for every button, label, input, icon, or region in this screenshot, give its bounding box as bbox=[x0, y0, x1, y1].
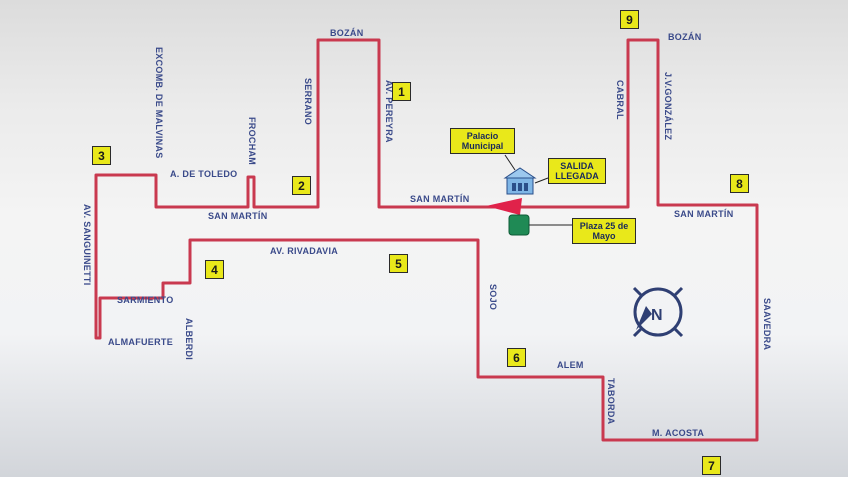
street-san-martin-center: SAN MARTÍN bbox=[410, 194, 470, 204]
street-alberdi: ALBERDI bbox=[184, 318, 194, 361]
street-almafuerte: ALMAFUERTE bbox=[108, 337, 173, 347]
compass-letter: N bbox=[651, 307, 663, 324]
label-plaza-25-de-mayo: Plaza 25 de Mayo bbox=[572, 218, 636, 244]
marker-3: 3 bbox=[92, 146, 111, 165]
marker-5: 5 bbox=[389, 254, 408, 273]
plaza-square-icon bbox=[508, 214, 530, 236]
palacio-building-icon bbox=[503, 167, 537, 195]
marker-6: 6 bbox=[507, 348, 526, 367]
compass-icon: N bbox=[632, 286, 684, 338]
street-sarmiento: SARMIENTO bbox=[117, 295, 174, 305]
street-m-acosta: M. ACOSTA bbox=[652, 428, 705, 438]
start-arrow-icon bbox=[486, 198, 522, 215]
marker-4: 4 bbox=[205, 260, 224, 279]
street-a-de-toledo: A. DE TOLEDO bbox=[170, 169, 238, 179]
street-serrano: SERRANO bbox=[303, 78, 313, 126]
label-palacio-municipal: Palacio Municipal bbox=[450, 128, 515, 154]
street-bozan-left: BOZÁN bbox=[330, 28, 364, 38]
street-av-rivadavia: AV. RIVADAVIA bbox=[270, 246, 339, 256]
street-sojo: SOJO bbox=[488, 284, 498, 311]
street-cabral: CABRAL bbox=[615, 80, 625, 120]
street-bozan-right: BOZÁN bbox=[668, 32, 702, 42]
route-line bbox=[94, 38, 759, 442]
street-saavedra: SAAVEDRA bbox=[762, 298, 772, 351]
street-av-sanguinetti: AV. SANGUINETTI bbox=[82, 204, 92, 286]
marker-9: 9 bbox=[620, 10, 639, 29]
street-san-martin-left: SAN MARTÍN bbox=[208, 211, 268, 221]
marker-1: 1 bbox=[392, 82, 411, 101]
label-salida-llegada: SALIDA LLEGADA bbox=[548, 158, 606, 184]
marker-8: 8 bbox=[730, 174, 749, 193]
street-taborda: TABORDA bbox=[606, 378, 616, 425]
street-frocham: FROCHAM bbox=[247, 117, 257, 166]
marker-2: 2 bbox=[292, 176, 311, 195]
street-excomb-malvinas: EXCOMB. DE MALVINAS bbox=[154, 47, 164, 159]
street-av-pereyra: AV. PEREYRA bbox=[384, 80, 394, 143]
marker-7: 7 bbox=[702, 456, 721, 475]
street-jv-gonzalez: J.V.GONZÁLEZ bbox=[663, 72, 673, 141]
street-san-martin-right: SAN MARTÍN bbox=[674, 209, 734, 219]
street-alem: ALEM bbox=[557, 360, 584, 370]
